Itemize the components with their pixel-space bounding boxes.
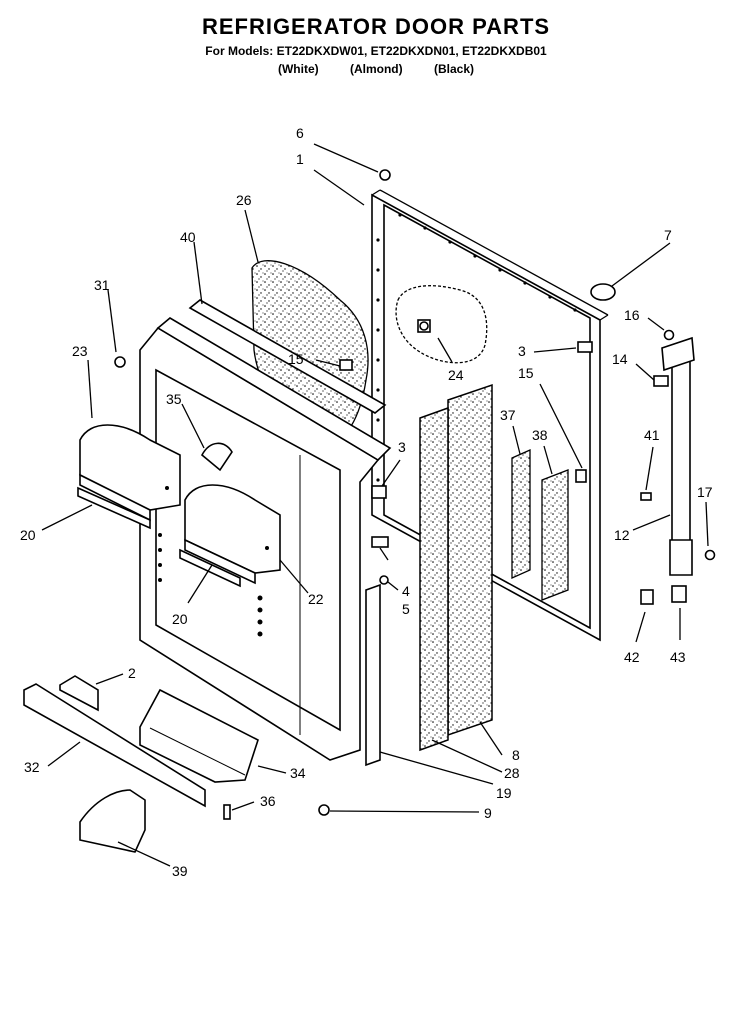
- callout-3-upper: 3: [518, 343, 526, 359]
- callout-20-upper: 20: [20, 527, 36, 543]
- color-white: (White): [277, 62, 319, 76]
- bracket-3a: [371, 485, 387, 499]
- leader-lines: [41, 143, 709, 867]
- screw-17: [704, 549, 716, 561]
- callout-6: 6: [296, 125, 304, 141]
- callout-14: 14: [612, 351, 628, 367]
- callout-28: 28: [504, 765, 520, 781]
- callout-9: 9: [484, 805, 492, 821]
- callout-1: 1: [296, 151, 304, 167]
- hinge-assembly: [661, 336, 695, 576]
- callout-43: 43: [670, 649, 686, 665]
- callout-4: 4: [402, 583, 410, 599]
- screw-5: [379, 575, 389, 585]
- diagram-title: REFRIGERATOR DOOR PARTS: [201, 14, 551, 39]
- door-gasket-strip: [365, 583, 381, 767]
- callout-41: 41: [644, 427, 660, 443]
- clip-36: [223, 804, 231, 820]
- door-shelf-lower: [184, 484, 281, 585]
- bracket-15a: [339, 359, 353, 371]
- grommet-24: [419, 321, 429, 331]
- spacer-42: [640, 589, 654, 605]
- gasket-37: [511, 448, 531, 580]
- spacer-43: [671, 585, 687, 603]
- shim-41: [640, 492, 652, 501]
- callout-40: 40: [180, 229, 196, 245]
- callout-labels: 6 1 26 40 31 23 7 16 14 3 15 37 38 41 17…: [20, 125, 713, 879]
- callout-17: 17: [697, 484, 713, 500]
- color-black: (Black): [433, 62, 474, 76]
- shelf-support-35: [200, 442, 233, 472]
- callout-37: 37: [500, 407, 516, 423]
- gasket-38: [541, 469, 569, 601]
- bracket-4: [371, 536, 389, 548]
- callout-24: 24: [448, 367, 464, 383]
- callout-22: 22: [308, 591, 324, 607]
- callout-19: 19: [496, 785, 512, 801]
- trim-clip: [59, 675, 99, 712]
- callout-7: 7: [664, 227, 672, 243]
- callout-31: 31: [94, 277, 110, 293]
- hinge-pin-14: [653, 375, 669, 387]
- screw-9: [318, 804, 330, 816]
- bottom-trim: [23, 683, 206, 808]
- callout-12: 12: [614, 527, 630, 543]
- callout-20-lower: 20: [172, 611, 188, 627]
- breaker-strip: [188, 299, 387, 414]
- door-insulation: [447, 383, 493, 737]
- models-line: For Models: ET22DKXDW01, ET22DKXDN01, ET…: [205, 44, 547, 58]
- bracket-15b: [575, 469, 587, 483]
- hinge-cap: [590, 283, 616, 301]
- callout-36: 36: [260, 793, 276, 809]
- shelf-retainer-upper: [77, 486, 151, 530]
- callout-3-lower: 3: [398, 439, 406, 455]
- door-insulation-strip: [419, 406, 449, 752]
- bracket-3b: [577, 341, 593, 353]
- color-almond: (Almond): [349, 62, 403, 76]
- callout-8: 8: [512, 747, 520, 763]
- callout-32: 32: [24, 759, 40, 775]
- callout-38: 38: [532, 427, 548, 443]
- screw-16: [663, 329, 675, 341]
- callout-15-left: 15: [288, 351, 304, 367]
- door-bin: [139, 688, 259, 783]
- door-shelf-upper: [79, 424, 181, 522]
- callout-35: 35: [166, 391, 182, 407]
- color-variants: (White) (Almond) (Black): [0, 62, 752, 76]
- callout-15-right: 15: [518, 365, 534, 381]
- callout-34: 34: [290, 765, 306, 781]
- callout-2: 2: [128, 665, 136, 681]
- callout-23: 23: [72, 343, 88, 359]
- callout-42: 42: [624, 649, 640, 665]
- screw-31: [114, 356, 126, 368]
- callout-5: 5: [402, 601, 410, 617]
- callout-39: 39: [172, 863, 188, 879]
- screw-6: [379, 169, 391, 181]
- hinge-cover: [79, 789, 146, 853]
- callout-16: 16: [624, 307, 640, 323]
- callout-26: 26: [236, 192, 252, 208]
